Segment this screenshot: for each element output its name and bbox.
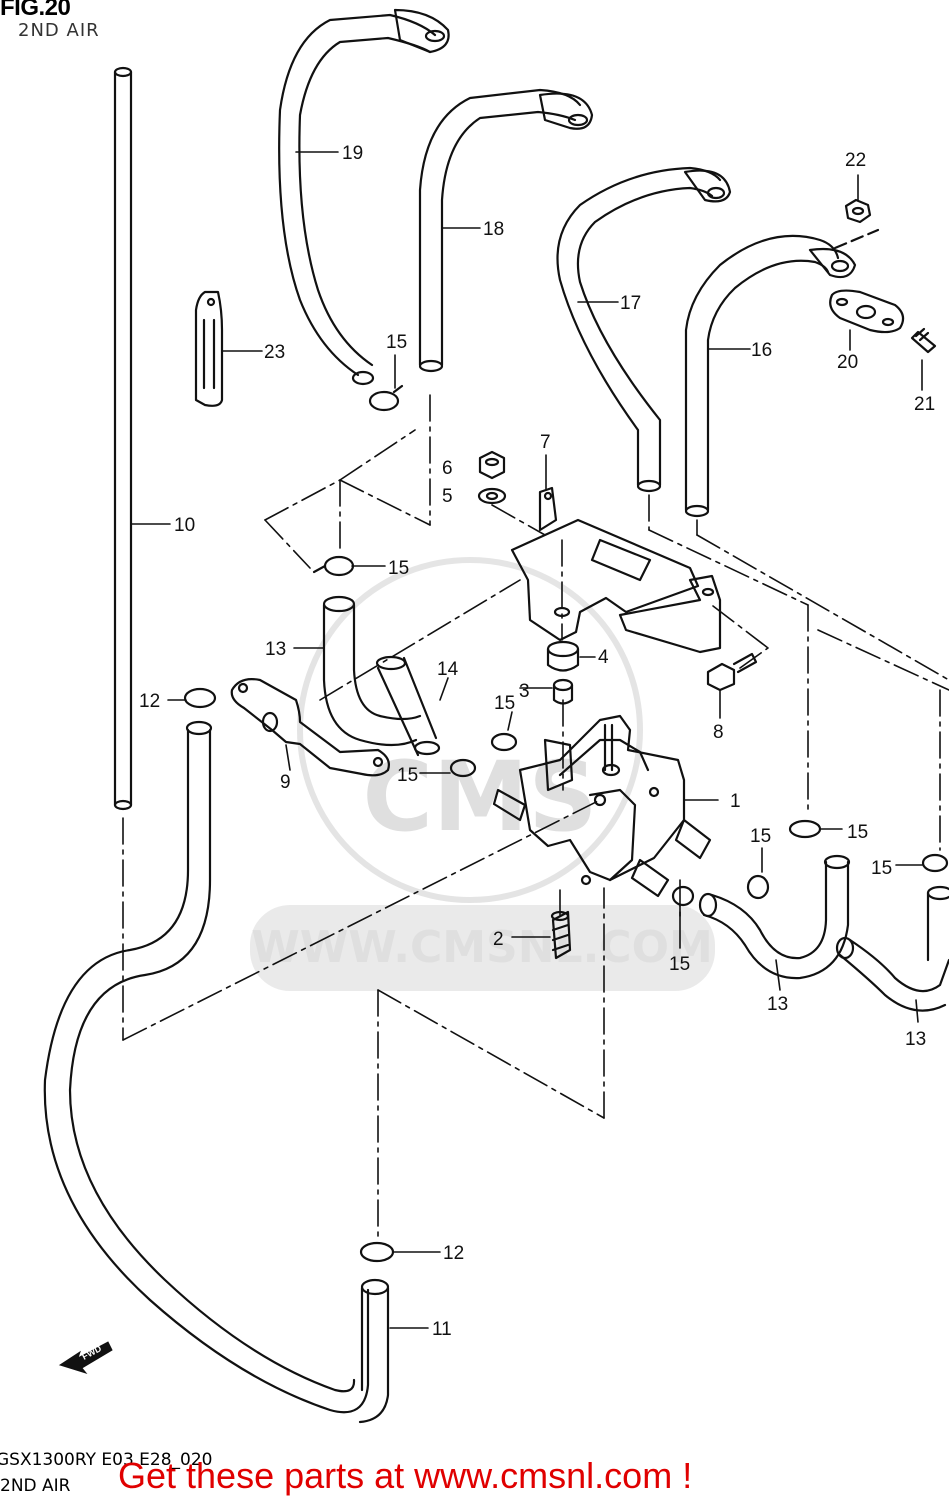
callout-7: 7 <box>540 432 551 453</box>
callout-2: 2 <box>493 929 504 950</box>
part-17-pipe <box>556 166 732 493</box>
section-name: 2ND AIR <box>0 1476 71 1496</box>
part-8-bolt <box>706 652 758 692</box>
part-10-pipe <box>113 66 133 811</box>
callout-14: 14 <box>437 659 459 680</box>
leader-lines <box>130 151 923 1329</box>
callout-15-a: 15 <box>386 332 407 353</box>
promo-link[interactable]: Get these parts at www.cmsnl.com ! <box>118 1455 693 1496</box>
figure-title: FIG.20 <box>0 0 71 21</box>
part-6-nut <box>478 450 506 480</box>
model-code: GSX1300RY E03 E28_020 <box>0 1450 213 1470</box>
clamp-15-h <box>921 853 949 873</box>
part-19-pipe <box>278 8 450 386</box>
clamp-15-d <box>449 758 477 778</box>
part-16-pipe <box>684 234 857 518</box>
clamp-15-c <box>490 732 518 752</box>
callout-1: 1 <box>730 791 741 812</box>
part-11-hose <box>43 720 390 1424</box>
clamp-15-f <box>746 874 770 900</box>
callout-15-g: 15 <box>847 822 868 843</box>
part-4-grommet <box>546 640 580 672</box>
callout-15-f: 15 <box>750 826 771 847</box>
callout-4: 4 <box>598 647 609 668</box>
callout-10: 10 <box>174 515 195 536</box>
clamp-12-a <box>183 687 217 709</box>
part-7-bracket <box>510 486 722 654</box>
clamp-15-b <box>312 555 355 577</box>
callout-17: 17 <box>620 293 641 314</box>
callout-23: 23 <box>264 342 285 363</box>
fwd-arrow-icon: FWD <box>58 1341 113 1374</box>
callout-18: 18 <box>483 219 504 240</box>
watermark-url: WWW.CMSNL.COM <box>251 922 713 973</box>
part-9-bracket <box>230 678 390 777</box>
assembly-lines <box>122 394 949 1241</box>
callouts: 1 2 3 4 5 6 7 8 9 10 11 12 12 13 13 13 1… <box>139 143 935 1340</box>
part-18-pipe <box>418 88 594 373</box>
callout-13-a: 13 <box>265 639 286 660</box>
callout-15-d: 15 <box>397 765 418 786</box>
callout-12-b: 12 <box>443 1243 464 1264</box>
part-22-nut <box>844 198 872 224</box>
part-21-stud <box>910 327 937 354</box>
callout-20: 20 <box>837 352 858 373</box>
part-13-hose-center <box>698 854 851 980</box>
callout-11: 11 <box>432 1319 452 1340</box>
clamp-15-e <box>671 885 695 907</box>
callout-13-b: 13 <box>767 994 788 1015</box>
leader-22 <box>833 228 880 250</box>
part-20-plate <box>829 289 905 334</box>
callout-12-a: 12 <box>139 691 160 712</box>
callout-3: 3 <box>519 681 530 702</box>
callout-15-e: 15 <box>669 954 690 975</box>
callout-15-h: 15 <box>871 858 892 879</box>
callout-8: 8 <box>713 722 724 743</box>
part-14-hose <box>375 655 441 757</box>
clamp-15-a <box>368 384 404 412</box>
clamp-15-g <box>788 819 822 839</box>
callout-16: 16 <box>751 340 772 361</box>
callout-5: 5 <box>442 486 453 507</box>
callout-9: 9 <box>280 772 291 793</box>
watermark: CMS WWW.CMSNL.COM <box>250 557 715 991</box>
callout-15-c: 15 <box>494 693 515 714</box>
callout-19: 19 <box>342 143 363 164</box>
callout-6: 6 <box>442 458 453 479</box>
callout-13-c: 13 <box>905 1029 926 1050</box>
callout-21: 21 <box>914 394 935 415</box>
clamp-12-b <box>359 1241 395 1263</box>
callout-22: 22 <box>845 150 866 171</box>
callout-15-b: 15 <box>388 558 409 579</box>
figure-subtitle: 2ND AIR <box>18 20 100 41</box>
part-13-hose-right <box>835 885 949 1012</box>
part-23-strap <box>194 290 224 407</box>
part-5-washer <box>477 487 507 505</box>
part-2-bolt <box>550 910 572 960</box>
